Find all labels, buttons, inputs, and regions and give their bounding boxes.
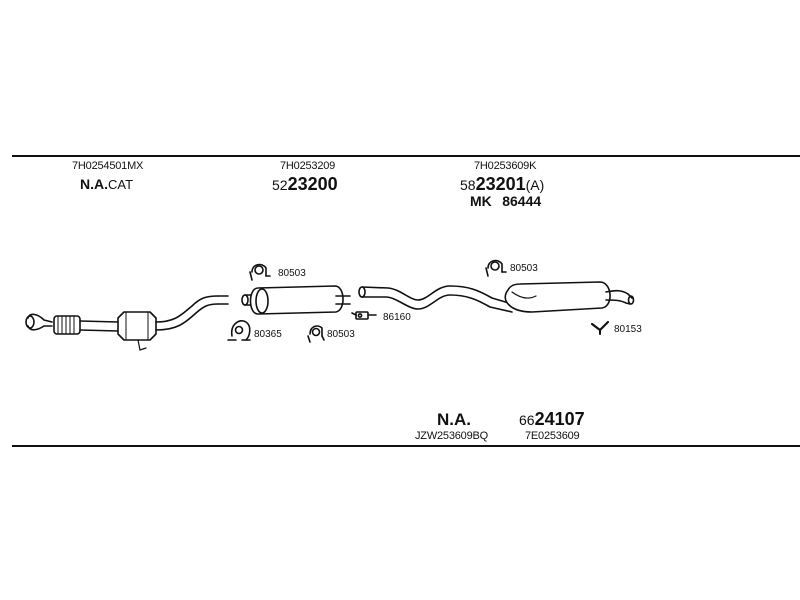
- clamp-rear-ref: 80503: [510, 263, 538, 274]
- clamp-front-icon: [249, 263, 271, 281]
- alt-oe-number: JZW253609BQ: [415, 430, 489, 442]
- clamp-rear-icon: [485, 259, 507, 277]
- cat-suffix-text: CAT: [108, 177, 134, 192]
- hanger-icon: [590, 320, 610, 335]
- mid-number: 23200: [287, 174, 338, 194]
- hanger-ref: 80153: [614, 324, 642, 335]
- rear-pipe: [358, 285, 513, 313]
- alt2-oe-number: 7E0253609: [525, 430, 580, 442]
- mid-oe-number: 7H0253209: [280, 160, 336, 172]
- alt-na-text: N.A.: [437, 410, 471, 429]
- mid-prefix: 52: [272, 177, 288, 193]
- gasket-icon: [227, 320, 251, 341]
- rear-suffix: (A): [525, 177, 545, 193]
- cat-part-label: N.A.CAT: [80, 176, 133, 194]
- clamp-lower-ref: 80503: [327, 329, 355, 340]
- mk-number: 86444: [502, 193, 542, 209]
- alt2-number: 24107: [534, 409, 585, 429]
- mk-part-number: MK 86444: [470, 193, 541, 211]
- cat-na-text: N.A.: [80, 176, 108, 192]
- middle-muffler: [241, 285, 351, 315]
- rear-prefix: 58: [460, 177, 476, 193]
- mk-label: MK: [470, 193, 492, 209]
- rear-number: 23201: [475, 174, 526, 194]
- top-divider-line: [12, 155, 800, 157]
- alt2-part-number: 6624107: [519, 409, 585, 430]
- rear-part-number: 5823201(A): [460, 174, 544, 195]
- mid-part-number: 5223200: [272, 174, 338, 195]
- bottom-divider-line: [12, 445, 800, 447]
- alt2-prefix: 66: [519, 412, 535, 428]
- rear-muffler: [504, 281, 635, 313]
- front-pipe-cat: [25, 295, 229, 351]
- clamp-lower-icon: [307, 325, 325, 343]
- gasket-ref: 80365: [254, 329, 282, 340]
- bracket-icon: [351, 311, 377, 320]
- rear-oe-number: 7H0253609K: [474, 160, 537, 172]
- cat-oe-number: 7H0254501MX: [72, 160, 144, 172]
- clamp-front-ref: 80503: [278, 268, 306, 279]
- bracket-ref: 86160: [383, 312, 411, 323]
